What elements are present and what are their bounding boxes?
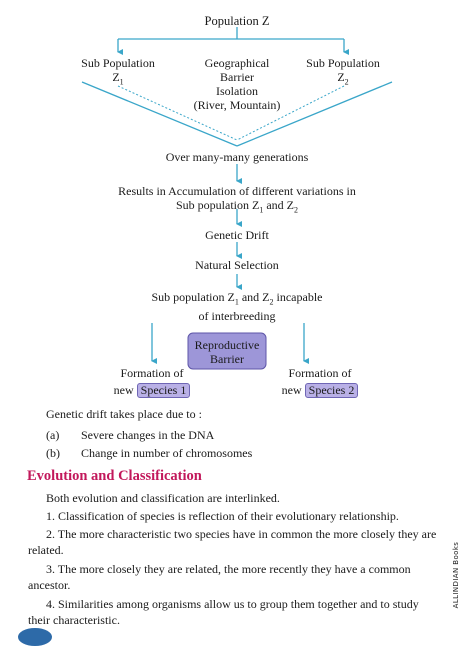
- converge-left: [81, 81, 238, 147]
- section-point-4: 4. Similarities among organisms allow us…: [28, 597, 419, 627]
- incapable-line-1: Sub population Z1 and Z2 incapable: [151, 290, 323, 307]
- generations-label: Over many-many generations: [165, 150, 309, 164]
- formation-left-label: Formation of: [120, 366, 184, 380]
- sub-population-z1-name: Z1: [112, 70, 124, 87]
- publisher-logo-icon: [18, 628, 52, 646]
- sub-population-z1-title: Sub Population: [81, 56, 155, 70]
- formation-species-1: Formation of new Species 1: [92, 366, 212, 398]
- sub-population-z2-title: Sub Population: [306, 56, 380, 70]
- species-2-badge: Species 2: [304, 383, 359, 398]
- section-point-1: 1. Classification of species is reflecti…: [46, 509, 399, 523]
- genetic-drift-label: Genetic Drift: [205, 228, 269, 242]
- publisher-sidebar: ALLINDIAN Books: [449, 520, 463, 630]
- drift-item-a-label: (a): [46, 428, 60, 442]
- flowchart-connectors: [81, 27, 393, 370]
- new-right-label: new: [281, 383, 302, 397]
- dashed-left: [117, 85, 238, 141]
- barrier-line-2: Barrier: [220, 70, 254, 84]
- drift-intro: Genetic drift takes place due to :: [46, 407, 202, 421]
- barrier-line-1: Geographical: [204, 56, 270, 70]
- section-point-3: 3. The more closely they are related, th…: [28, 562, 411, 592]
- section-point-2: 2. The more characteristic two species h…: [28, 527, 437, 557]
- formation-right-label: Formation of: [288, 366, 352, 380]
- barrier-line-3: Isolation: [216, 84, 258, 98]
- section-heading: Evolution and Classification: [27, 468, 202, 484]
- reproductive-barrier-label: Reproductive Barrier: [188, 338, 266, 366]
- incapable-label: Sub population Z1 and Z2 incapable of in…: [0, 290, 474, 323]
- sub-population-z1: Sub Population Z1: [68, 56, 168, 89]
- converge-right: [236, 81, 393, 147]
- population-z-label: Population Z: [204, 14, 270, 28]
- reproductive-barrier-box: [187, 332, 267, 370]
- sub-population-z2: Sub Population Z2: [293, 56, 393, 89]
- reproductive-line-1: Reproductive: [194, 338, 260, 352]
- accumulation-label: Results in Accumulation of different var…: [0, 184, 474, 217]
- drift-item-b-text: Change in number of chromosomes: [81, 446, 253, 460]
- accumulation-line-1: Results in Accumulation of different var…: [118, 184, 356, 198]
- barrier-line-4: (River, Mountain): [193, 98, 281, 112]
- section-intro: Both evolution and classification are in…: [46, 491, 280, 505]
- geographical-barrier-label: Geographical Barrier Isolation (River, M…: [168, 56, 306, 112]
- new-left-label: new: [113, 383, 134, 397]
- formation-species-2: Formation of new Species 2: [260, 366, 380, 398]
- incapable-line-2: of interbreeding: [198, 309, 276, 324]
- natural-selection-label: Natural Selection: [195, 258, 279, 272]
- accumulation-line-2: Sub population Z1 and Z2: [176, 198, 298, 215]
- sub-population-z2-name: Z2: [337, 70, 349, 87]
- publisher-sidebar-text: ALLINDIAN Books: [452, 541, 460, 609]
- reproductive-line-2: Barrier: [210, 352, 244, 366]
- drift-item-a-text: Severe changes in the DNA: [81, 428, 215, 442]
- species-1-badge: Species 1: [136, 383, 191, 398]
- drift-item-b-label: (b): [46, 446, 60, 460]
